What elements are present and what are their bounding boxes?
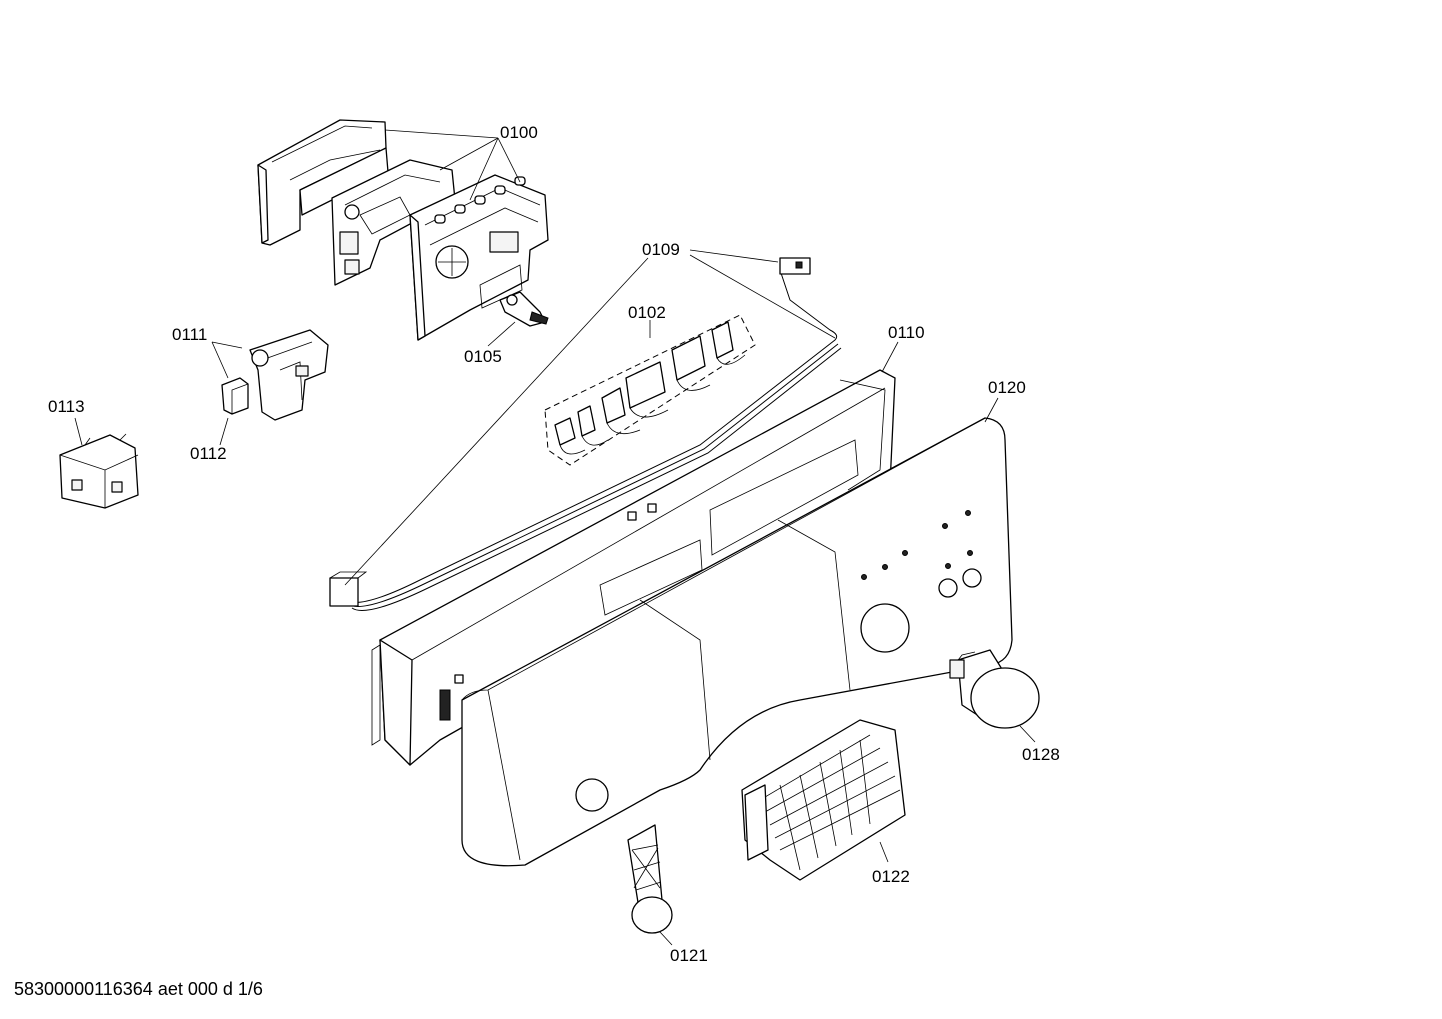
part-0121-handle	[627, 824, 673, 934]
part-0110-panel-frame	[371, 369, 896, 766]
part-0128-knob	[949, 649, 1040, 729]
document-id-footer: 58300000116364 aet 000 d 1/6	[14, 979, 263, 999]
label-0110: 0110	[888, 323, 925, 342]
label-0111: 0111	[172, 325, 207, 344]
label-0121: 0121	[670, 946, 708, 965]
label-0105: 0105	[464, 347, 502, 366]
part-0100-electronic-module	[257, 119, 549, 341]
label-0122: 0122	[872, 867, 910, 886]
label-0112: 0112	[190, 444, 227, 463]
part-0111-switch	[249, 329, 329, 421]
part-0109-wiring-harness	[329, 257, 842, 611]
label-0102: 0102	[628, 303, 666, 322]
part-0113-relay	[59, 433, 139, 509]
part-0112-capacitor	[221, 377, 249, 415]
part-0105-plug	[499, 291, 549, 327]
label-0120: 0120	[988, 378, 1026, 397]
part-0102-connectors	[544, 314, 756, 466]
label-0100: 0100	[500, 123, 538, 142]
label-0109: 0109	[642, 240, 680, 259]
part-0122-drawer-grille	[741, 719, 906, 881]
leader-lines	[74, 129, 1036, 946]
part-0120-front-fascia	[461, 417, 1013, 867]
label-0128: 0128	[1022, 745, 1060, 764]
label-0113: 0113	[48, 397, 85, 416]
part-labels: 0100 0109 0102 0105 0110 0111 0112 0113 …	[48, 123, 1060, 965]
